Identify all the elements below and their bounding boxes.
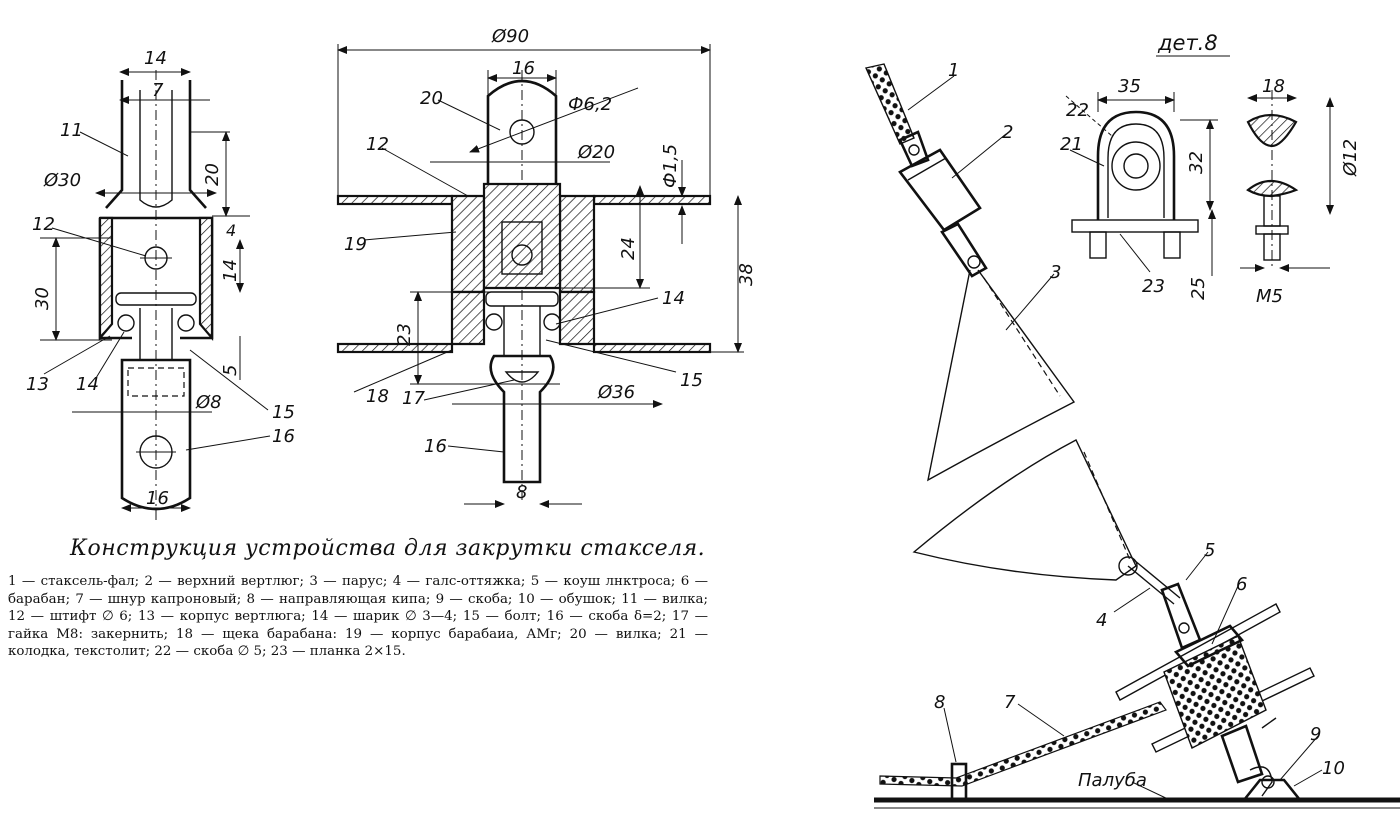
callout-18: 18: [366, 386, 389, 407]
dim-5: 5: [220, 365, 241, 376]
callout-1: 1: [948, 60, 959, 81]
dim-24: 24: [618, 237, 639, 260]
callout-12: 12: [32, 214, 55, 235]
dim-phi8: Ø8: [195, 392, 222, 413]
callout-21: 21: [1060, 134, 1083, 155]
callout-13: 13: [26, 374, 49, 395]
dim-16: 16: [512, 58, 535, 79]
dim-14-top: 14: [144, 48, 167, 69]
dim-18: 18: [1262, 76, 1285, 97]
callout-19: 19: [344, 234, 367, 255]
dim-32: 32: [1186, 151, 1207, 174]
dim-phi1-5: Ф1,5: [660, 144, 681, 188]
dim-7: 7: [152, 80, 164, 101]
dim-25: 25: [1188, 277, 1209, 300]
dim-phi30: Ø30: [43, 170, 81, 191]
callout-14-mid: 14: [662, 288, 685, 309]
callout-15-mid: 15: [680, 370, 703, 391]
detail-title: дет.8: [1157, 31, 1218, 55]
dim-phi20: Ø20: [577, 142, 615, 163]
callout-15: 15: [272, 402, 295, 423]
dim-20: 20: [202, 163, 223, 186]
dim-phi6-2: Ф6,2: [568, 94, 612, 115]
deck-label: Палуба: [1078, 770, 1147, 791]
callout-22: 22: [1066, 100, 1089, 121]
dim-16-bottom: 16: [146, 488, 169, 509]
callout-7: 7: [1004, 692, 1016, 713]
callout-5: 5: [1204, 540, 1215, 561]
assembly-view: 1 2 3 4 5 6 7 8 9 10 Палуба: [865, 60, 1400, 809]
detail-8-view: дет.8 35 18 32 Ø12 25: [1060, 31, 1361, 307]
dim-phi36: Ø36: [597, 382, 635, 403]
dim-35: 35: [1118, 76, 1141, 97]
callout-6: 6: [1236, 574, 1247, 595]
dim-14-right: 14: [220, 259, 241, 282]
left-view-swivel: 14 7 20 Ø30 4 30 14 5 Ø8 16 11 12 13 14 …: [26, 48, 295, 520]
callout-11: 11: [60, 120, 83, 141]
callout-17: 17: [402, 388, 425, 409]
caption-legend: 1 — стаксель-фал; 2 — верхний вертлюг; 3…: [8, 574, 708, 659]
callout-20: 20: [420, 88, 443, 109]
callout-16-mid: 16: [424, 436, 447, 457]
middle-view-drum: Ø90 16 Ф6,2 Ø20 Ф1,5 24 38 23 Ø36 8 20 1…: [336, 26, 757, 508]
dim-m5: M5: [1256, 286, 1283, 307]
callout-12-mid: 12: [366, 134, 389, 155]
callout-14: 14: [76, 374, 99, 395]
callout-8: 8: [934, 692, 945, 713]
dim-8: 8: [516, 482, 527, 503]
callout-16: 16: [272, 426, 295, 447]
dim-4: 4: [226, 221, 236, 240]
dim-phi90: Ø90: [491, 26, 529, 47]
callout-3: 3: [1050, 262, 1061, 283]
callout-4: 4: [1096, 610, 1107, 631]
dim-phi12: Ø12: [1340, 139, 1361, 177]
dim-38: 38: [736, 263, 757, 286]
caption-title: Конструкция устройства для закрутки стак…: [70, 536, 706, 561]
dim-30: 30: [32, 287, 53, 310]
callout-10: 10: [1322, 758, 1345, 779]
callout-23: 23: [1142, 276, 1165, 297]
callout-9: 9: [1310, 724, 1321, 745]
dim-23: 23: [394, 323, 415, 346]
callout-2: 2: [1002, 122, 1013, 143]
